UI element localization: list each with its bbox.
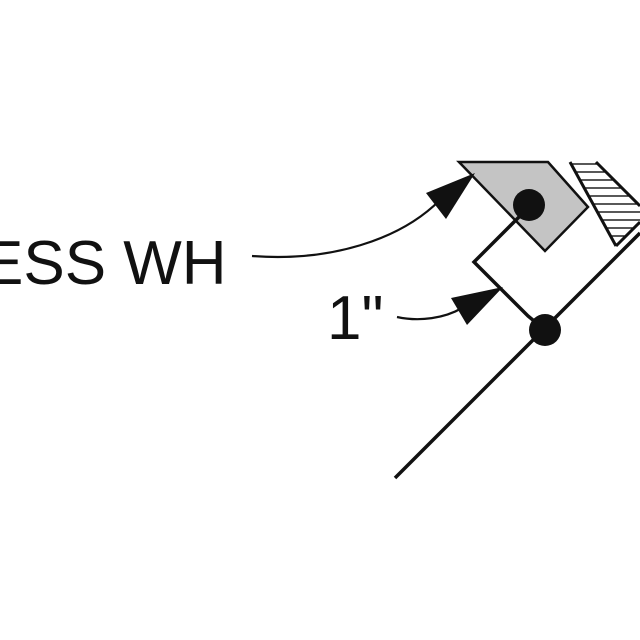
main-diagonal-line	[393, 231, 640, 480]
lower-connection-dot	[529, 314, 561, 346]
callout-leader-line	[251, 199, 441, 259]
hatch-boundary-left	[568, 161, 618, 247]
callout-arrowhead	[426, 173, 475, 219]
upper-connection-dot	[513, 189, 545, 221]
dimension-label: 1"	[327, 284, 384, 353]
callout-label: ESS WH	[0, 229, 227, 298]
hatch-boundary-right	[594, 160, 640, 208]
dimension-arrowhead	[451, 287, 503, 325]
dimension-leader-line	[396, 307, 463, 321]
hatch-boundary-bottom	[614, 220, 640, 248]
